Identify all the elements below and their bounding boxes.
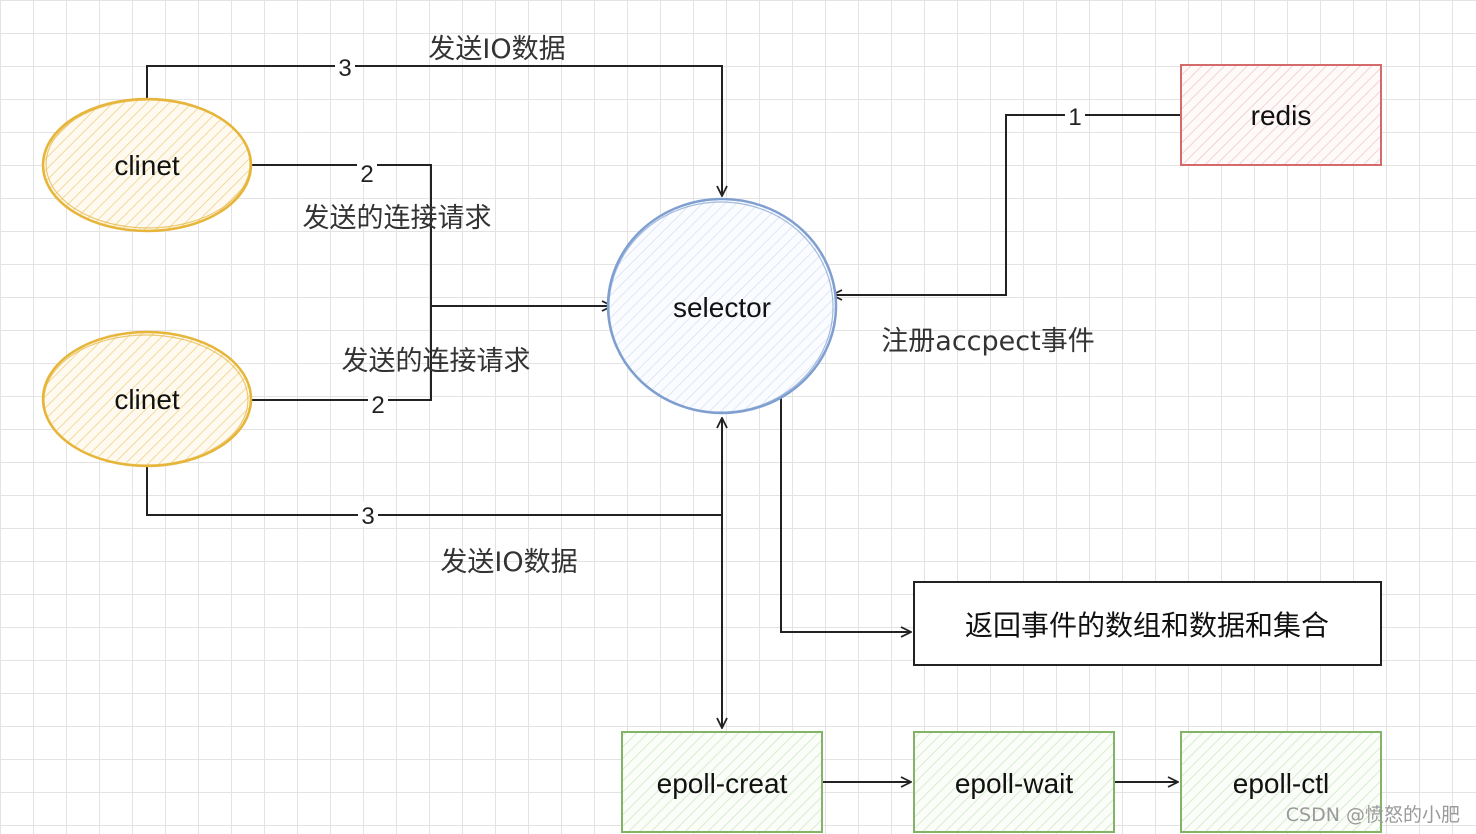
edge-selector-return: [780, 398, 911, 632]
label-send-io-top: 发送IO数据: [428, 34, 565, 65]
epoll-ctl-label: epoll-ctl: [1233, 768, 1329, 799]
return-events-label: 返回事件的数组和数据和集合: [965, 609, 1329, 642]
epoll-wait-label: epoll-wait: [955, 768, 1073, 799]
svg-text:2: 2: [371, 392, 384, 419]
selector-node: selector: [606, 197, 838, 415]
label-send-conn-top: 发送的连接请求: [303, 203, 492, 234]
label-register-accept: 注册accpect事件: [881, 326, 1094, 357]
step-number-top-conn: 2: [357, 160, 377, 188]
client-node-bottom: clinet: [41, 330, 253, 468]
svg-text:3: 3: [361, 503, 374, 530]
step-number-redis: 1: [1065, 103, 1085, 131]
epoll-ctl-node: epoll-ctl: [1180, 731, 1382, 833]
step-number-top-io: 3: [335, 54, 355, 82]
edge-bottom-client-conn: [248, 306, 432, 401]
step-number-bottom-conn: 2: [368, 391, 388, 419]
label-send-io-bottom: 发送IO数据: [440, 547, 577, 578]
edge-redis-register: [832, 114, 1181, 295]
client-bottom-label: clinet: [114, 384, 180, 415]
svg-text:1: 1: [1068, 104, 1081, 131]
edge-top-client-conn: [248, 164, 612, 306]
client-top-label: clinet: [114, 150, 180, 181]
watermark-text: CSDN @愤怒的小肥: [1286, 804, 1460, 826]
epoll-creat-label: epoll-creat: [657, 768, 788, 799]
edge-top-client-io: [146, 65, 722, 196]
redis-label: redis: [1251, 100, 1312, 131]
edge-bottom-client-io: [146, 418, 722, 516]
epoll-wait-node: epoll-wait: [913, 731, 1115, 833]
svg-text:3: 3: [338, 55, 351, 82]
epoll-creat-node: epoll-creat: [621, 731, 823, 833]
redis-node: redis: [1180, 64, 1382, 166]
label-send-conn-bottom: 发送的连接请求: [342, 346, 531, 377]
client-node-top: clinet: [41, 97, 253, 233]
return-events-box: 返回事件的数组和数据和集合: [913, 581, 1382, 666]
step-number-bottom-io: 3: [358, 502, 378, 530]
selector-label: selector: [673, 292, 771, 323]
svg-text:2: 2: [360, 161, 373, 188]
